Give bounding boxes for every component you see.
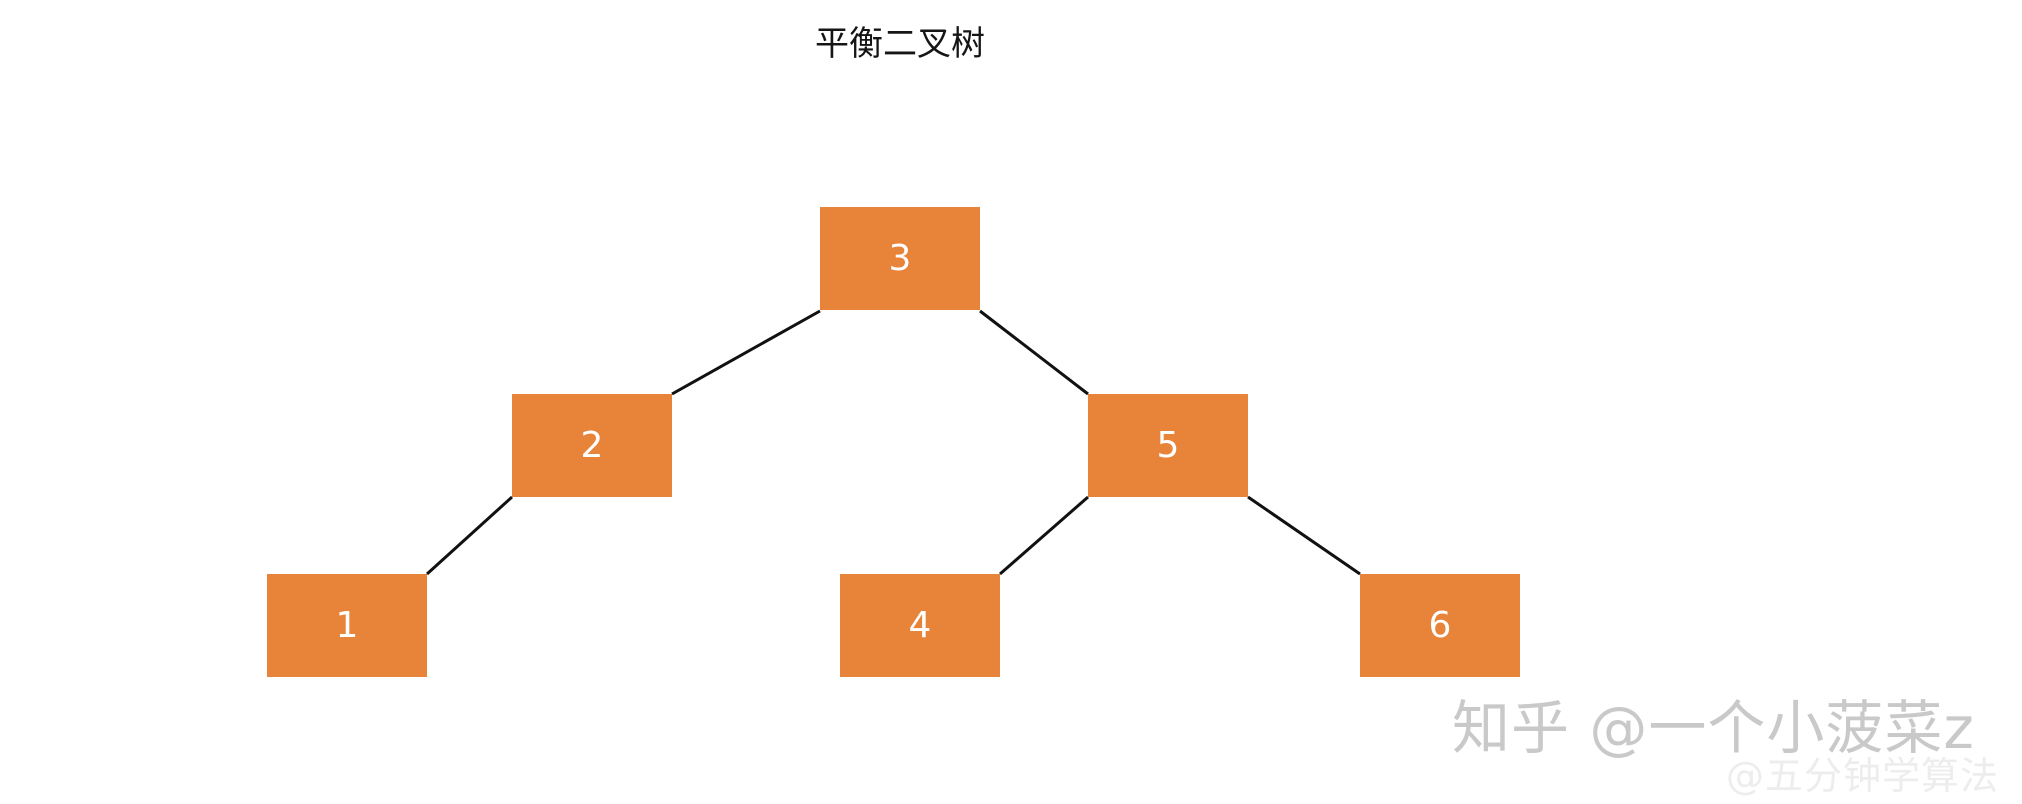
- tree-node-4[interactable]: 4: [840, 574, 1000, 677]
- tree-node-2[interactable]: 2: [512, 394, 672, 497]
- tree-edge-3-2: [671, 309, 821, 396]
- tree-node-label: 5: [1156, 424, 1180, 466]
- tree-node-label: 1: [335, 604, 359, 646]
- tree-node-5[interactable]: 5: [1088, 394, 1248, 497]
- tree-edge-5-6: [1247, 495, 1361, 576]
- watermark-primary: 知乎 @一个小菠菜z: [1452, 694, 1975, 762]
- tree-node-3[interactable]: 3: [820, 207, 980, 310]
- tree-edge-2-1: [425, 495, 514, 576]
- tree-node-label: 3: [888, 237, 912, 279]
- watermark-secondary: @五分钟学算法: [1726, 754, 2000, 798]
- tree-node-1[interactable]: 1: [267, 574, 427, 677]
- tree-edge-3-5: [979, 309, 1089, 396]
- tree-edge-5-4: [999, 495, 1089, 576]
- tree-node-label: 2: [580, 424, 604, 466]
- tree-node-6[interactable]: 6: [1360, 574, 1520, 677]
- tree-node-label: 6: [1428, 604, 1452, 646]
- page-title: 平衡二叉树: [815, 24, 985, 64]
- tree-node-label: 4: [908, 604, 932, 646]
